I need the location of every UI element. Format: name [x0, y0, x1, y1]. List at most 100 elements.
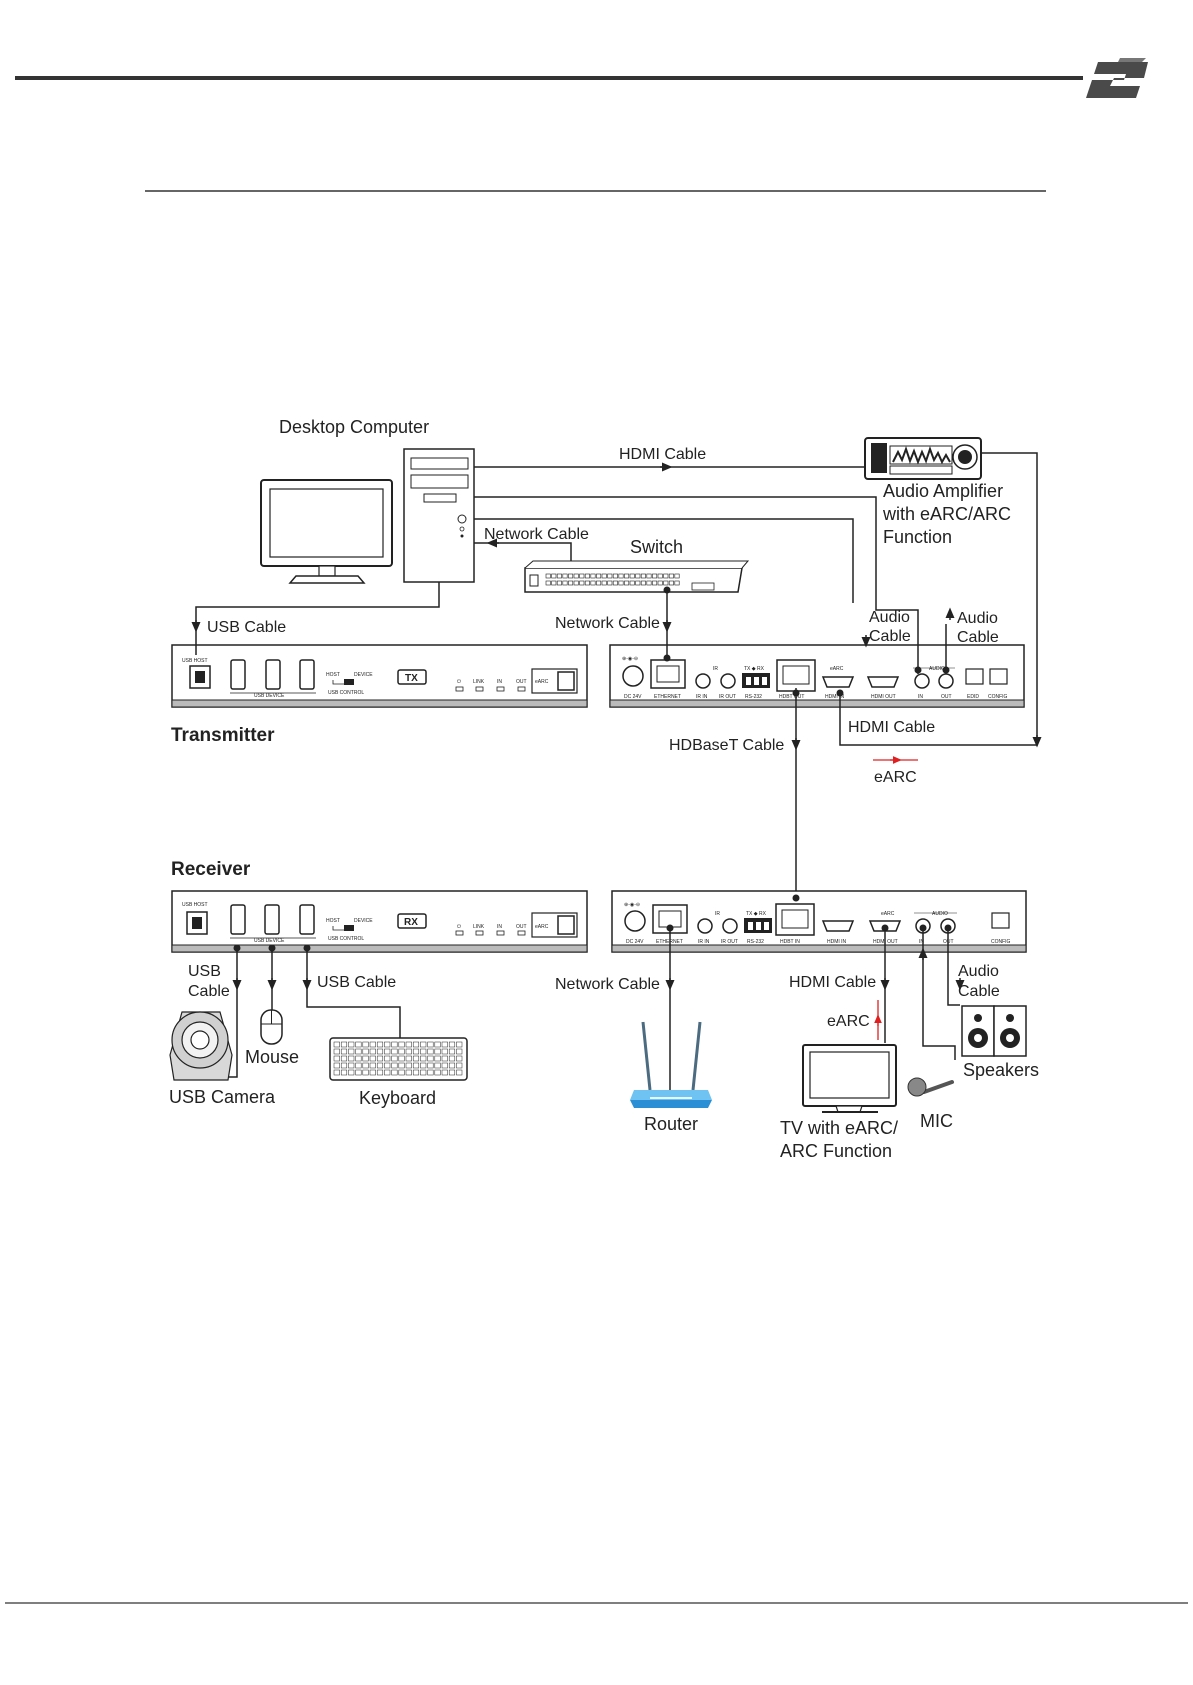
switch-port — [624, 580, 630, 586]
svg-text:RX: RX — [404, 917, 418, 928]
switch-port — [640, 580, 646, 586]
svg-text:IR IN: IR IN — [696, 694, 708, 700]
keyboard-key — [427, 1055, 434, 1062]
keyboard-key — [362, 1062, 369, 1069]
switch-port — [596, 580, 602, 586]
usb-cable-label-top: USB Cable — [207, 619, 286, 636]
network-cable-label-mid: Network Cable — [555, 615, 660, 632]
switch-port — [607, 580, 613, 586]
switch-port — [579, 580, 585, 586]
switch-port — [674, 573, 680, 579]
microphone — [907, 1077, 954, 1097]
keyboard-key — [348, 1069, 355, 1076]
keyboard-key — [448, 1048, 456, 1055]
keyboard-key — [340, 1055, 348, 1062]
keyboard-key — [384, 1041, 391, 1048]
keyboard-key — [456, 1041, 463, 1048]
keyboard-key — [391, 1055, 398, 1062]
keyboard-key — [456, 1048, 463, 1055]
mouse — [260, 1009, 283, 1045]
svg-text:USB CONTROL: USB CONTROL — [328, 936, 364, 942]
usb-camera — [169, 1011, 233, 1081]
cable-arrows — [191, 462, 1042, 991]
switch-port — [663, 573, 669, 579]
keyboard-key — [412, 1048, 420, 1055]
amplifier-label-line-1: Audio Amplifier — [883, 481, 1003, 501]
keyboard-key — [420, 1041, 427, 1048]
desktop-computer — [260, 448, 475, 584]
tv-label-line-1: TV with eARC/ — [780, 1118, 898, 1138]
switch-port — [545, 580, 551, 586]
keyboard-key — [441, 1062, 448, 1069]
earc-label-rx: eARC — [827, 1013, 870, 1030]
switch-port — [562, 573, 568, 579]
keyboard-key — [412, 1055, 420, 1062]
switch-port — [607, 573, 613, 579]
keyboard-key — [456, 1055, 463, 1062]
desktop-computer-label: Desktop Computer — [279, 417, 429, 437]
speakers-label: Speakers — [963, 1060, 1039, 1080]
switch-port — [663, 580, 669, 586]
keyboard-key — [441, 1069, 448, 1076]
keyboard-key — [384, 1055, 391, 1062]
keyboard-key — [355, 1055, 362, 1062]
keyboard-key — [348, 1062, 355, 1069]
switch-port — [612, 580, 618, 586]
svg-text:ETHERNET: ETHERNET — [654, 694, 681, 700]
svg-text:OUT: OUT — [941, 694, 952, 700]
audio-cable-label-right-2: Cable — [957, 629, 999, 646]
keyboard-key — [427, 1069, 434, 1076]
svg-text:HDBT OUT: HDBT OUT — [779, 694, 804, 700]
audio-cable-label-right-1: Audio — [957, 610, 998, 627]
keyboard-key — [420, 1048, 427, 1055]
transmitter-label: Transmitter — [171, 725, 275, 746]
usb-cable-label-rx-1: USB — [188, 963, 221, 980]
svg-text:EDID: EDID — [967, 694, 979, 700]
keyboard-key — [340, 1069, 348, 1076]
switch-port — [646, 580, 652, 586]
switch-port — [612, 573, 618, 579]
switch-port — [556, 580, 562, 586]
keyboard-key — [398, 1041, 405, 1048]
keyboard-key — [420, 1062, 427, 1069]
keyboard-key — [391, 1041, 398, 1048]
svg-text:LINK: LINK — [473, 679, 485, 685]
switch-port — [584, 580, 590, 586]
svg-text:IN: IN — [919, 939, 924, 945]
keyboard-key — [355, 1041, 362, 1048]
keyboard-key — [434, 1069, 441, 1076]
keyboard-key — [355, 1062, 362, 1069]
svg-text:CONFIG: CONFIG — [991, 939, 1011, 945]
svg-text:USB DEVICE: USB DEVICE — [254, 938, 285, 944]
keyboard-key — [362, 1041, 369, 1048]
keyboard-key — [405, 1069, 412, 1076]
switch-port — [551, 580, 557, 586]
keyboard-key — [362, 1055, 369, 1062]
keyboard-key — [434, 1062, 441, 1069]
hdbaset-cable-label: HDBaseT Cable — [669, 737, 784, 754]
svg-text:DEVICE: DEVICE — [354, 918, 373, 924]
amplifier-label-line-2: with eARC/ARC — [882, 504, 1011, 524]
keyboard-key — [376, 1048, 384, 1055]
receiver-front-panel: USB HOST USB DEVICE HOST DEVICE USB CONT… — [171, 890, 588, 953]
keyboard-key — [369, 1055, 376, 1062]
keyboard-key — [412, 1069, 420, 1076]
svg-text:eARC: eARC — [535, 679, 549, 685]
keyboard-key — [391, 1062, 398, 1069]
keyboard-key — [441, 1055, 448, 1062]
hdmi-cable-label-rx: HDMI Cable — [789, 974, 876, 991]
svg-text:IN: IN — [497, 924, 502, 930]
svg-text:⏻: ⏻ — [457, 924, 461, 930]
switch-port — [556, 573, 562, 579]
svg-text:OUT: OUT — [516, 924, 527, 930]
keyboard-key — [348, 1055, 355, 1062]
switch-port — [596, 573, 602, 579]
switch-port — [668, 580, 674, 586]
svg-text:eARC: eARC — [830, 666, 844, 672]
svg-text:USB HOST: USB HOST — [182, 902, 208, 908]
audio-cable-label-left-1: Audio — [869, 609, 910, 626]
svg-text:AUDIO: AUDIO — [932, 911, 948, 917]
keyboard-key — [348, 1048, 355, 1055]
svg-text:IR IN: IR IN — [698, 939, 710, 945]
audio-amplifier — [864, 437, 982, 480]
